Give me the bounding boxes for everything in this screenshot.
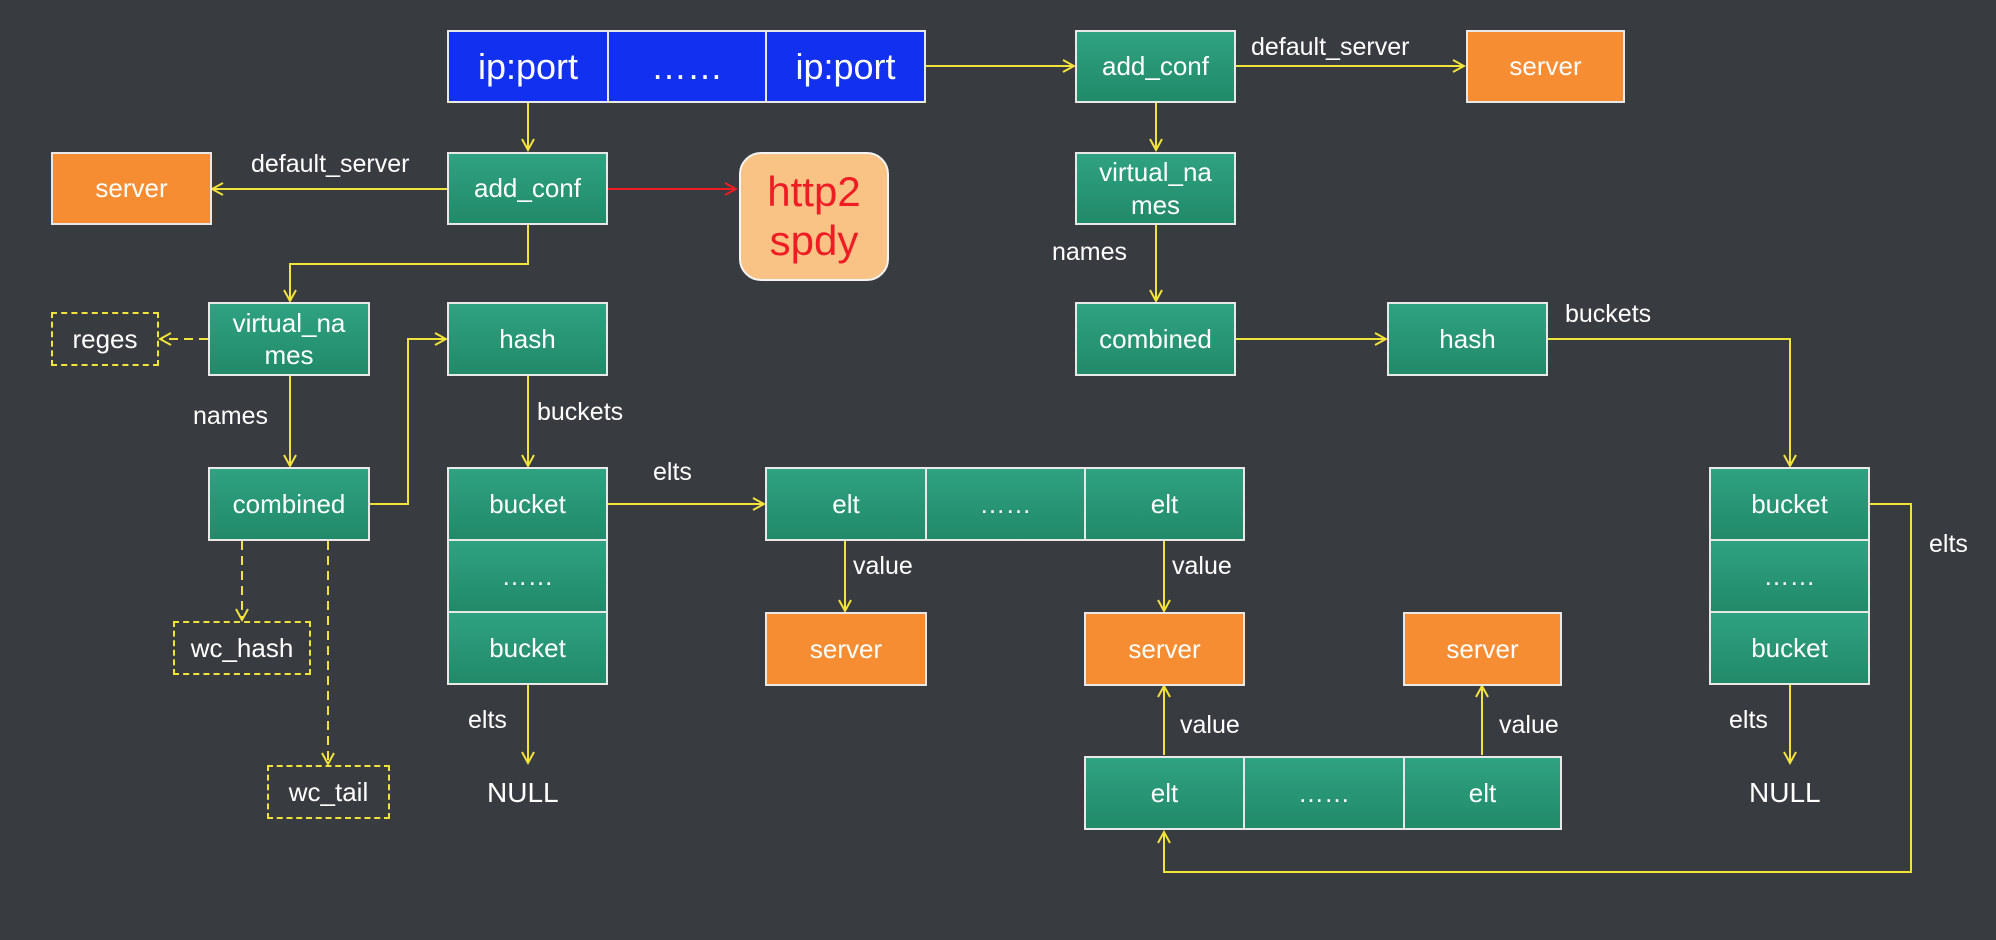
- left-hash: hash: [447, 302, 608, 376]
- left-bucket-ellipsis: ……: [447, 539, 608, 613]
- right-bucket-ellipsis: ……: [1709, 539, 1870, 613]
- left-default-server-node: server: [51, 152, 212, 225]
- left-elts-label-bottom: elts: [468, 706, 507, 734]
- right-elt-first: elt: [1084, 756, 1245, 830]
- left-bucket-first: bucket: [447, 467, 608, 541]
- left-elt-last: elt: [1084, 467, 1245, 541]
- right-hash: hash: [1387, 302, 1548, 376]
- wc-hash-node: wc_hash: [173, 621, 311, 675]
- right-elt-last: elt: [1403, 756, 1562, 830]
- right-server-2: server: [1403, 612, 1562, 686]
- arrow-combined-to-hash: [370, 339, 446, 505]
- right-elts-label-bottom: elts: [1729, 706, 1768, 734]
- arrow-left-addconf-to-vnames: [290, 225, 529, 301]
- right-default-server-label: default_server: [1251, 33, 1410, 61]
- left-value-label-1: value: [853, 552, 913, 580]
- left-server-1: server: [765, 612, 927, 686]
- right-elts-label-side: elts: [1929, 530, 1968, 558]
- http2-spdy-note: http2 spdy: [739, 152, 889, 281]
- left-default-server-label: default_server: [251, 150, 410, 178]
- ip-port-ellipsis: ……: [607, 30, 767, 103]
- right-default-server-node: server: [1466, 30, 1625, 103]
- left-elt-ellipsis: ……: [925, 467, 1086, 541]
- arrow-right-hash-to-bucket: [1548, 338, 1790, 466]
- ip-port-right: ip:port: [765, 30, 926, 103]
- right-bucket-first: bucket: [1709, 467, 1870, 541]
- reges-node: reges: [51, 312, 159, 366]
- left-add-conf: add_conf: [447, 152, 608, 225]
- left-elts-label-right: elts: [653, 458, 692, 486]
- left-bucket-last: bucket: [447, 611, 608, 685]
- left-null: NULL: [487, 777, 559, 808]
- right-value-label-1: value: [1180, 711, 1240, 739]
- left-value-label-2: value: [1172, 552, 1232, 580]
- right-null: NULL: [1749, 777, 1821, 808]
- arrow-right-bucket-elts-loop: [1164, 503, 1912, 873]
- right-bucket-last: bucket: [1709, 611, 1870, 685]
- right-buckets-label: buckets: [1565, 300, 1652, 328]
- http2-text: http2: [767, 168, 861, 216]
- spdy-text: spdy: [769, 216, 859, 264]
- left-elt-first: elt: [765, 467, 927, 541]
- ip-port-left: ip:port: [447, 30, 609, 103]
- right-elt-ellipsis: ……: [1243, 756, 1405, 830]
- left-buckets-label: buckets: [537, 398, 624, 426]
- wc-tail-node: wc_tail: [267, 765, 390, 819]
- left-names-label: names: [193, 402, 269, 430]
- right-combined: combined: [1075, 302, 1236, 376]
- right-virtual-names: virtual_na mes: [1075, 152, 1236, 225]
- right-server-1: server: [1084, 612, 1245, 686]
- right-add-conf: add_conf: [1075, 30, 1236, 103]
- left-combined: combined: [208, 467, 370, 541]
- right-value-label-2: value: [1499, 711, 1559, 739]
- left-virtual-names: virtual_na mes: [208, 302, 370, 376]
- right-names-label: names: [1052, 238, 1128, 266]
